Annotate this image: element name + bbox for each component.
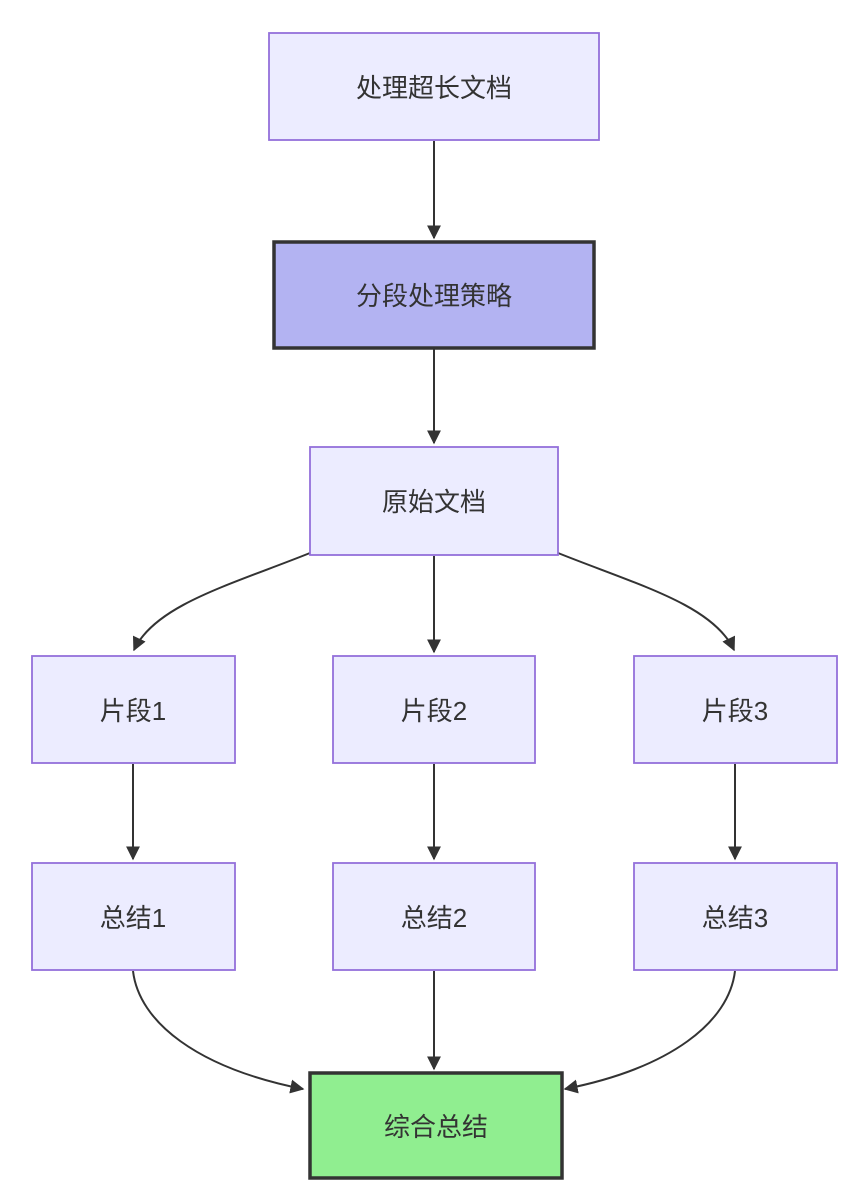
edge-sum1-final [132,970,305,1094]
node-doc: 处理超长文档 [268,32,600,141]
node-sum2: 总结2 [332,862,536,971]
node-frag2-label: 片段2 [401,696,467,726]
node-frag1-box [31,655,236,764]
node-frag1: 片段1 [31,655,236,764]
node-sum1-label: 总结1 [100,903,166,933]
node-doc-label: 处理超长文档 [356,73,512,103]
node-sum3: 总结3 [633,862,838,971]
node-sum3-box [633,862,838,971]
node-strategy: 分段处理策略 [272,240,596,350]
node-frag2-box [332,655,536,764]
node-original-box [309,446,559,556]
node-sum1: 总结1 [31,862,236,971]
node-sum1-box [31,862,236,971]
node-frag2: 片段2 [332,655,536,764]
node-sum3-label: 总结3 [702,903,768,933]
node-frag3-box [633,655,838,764]
node-frag3: 片段3 [633,655,838,764]
nodes-layer: 处理超长文档 分段处理策略 原始文档 片段1 片段2 片段3 [31,32,838,1180]
edges-layer [126,141,742,1094]
edge-original-frag3 [557,552,735,652]
node-original: 原始文档 [309,446,559,556]
node-frag1-label: 片段1 [100,696,166,726]
node-original-label: 原始文档 [382,487,486,517]
node-strategy-label: 分段处理策略 [356,281,512,311]
node-frag3-label: 片段3 [702,696,768,726]
node-final: 综合总结 [308,1071,564,1180]
node-doc-box [268,32,600,141]
edge-original-frag1 [133,552,311,652]
node-final-box [308,1071,564,1180]
node-final-label: 综合总结 [384,1112,488,1142]
node-strategy-box [272,240,596,350]
node-sum2-box [332,862,536,971]
edge-sum3-final [563,970,736,1094]
node-sum2-label: 总结2 [401,903,467,933]
